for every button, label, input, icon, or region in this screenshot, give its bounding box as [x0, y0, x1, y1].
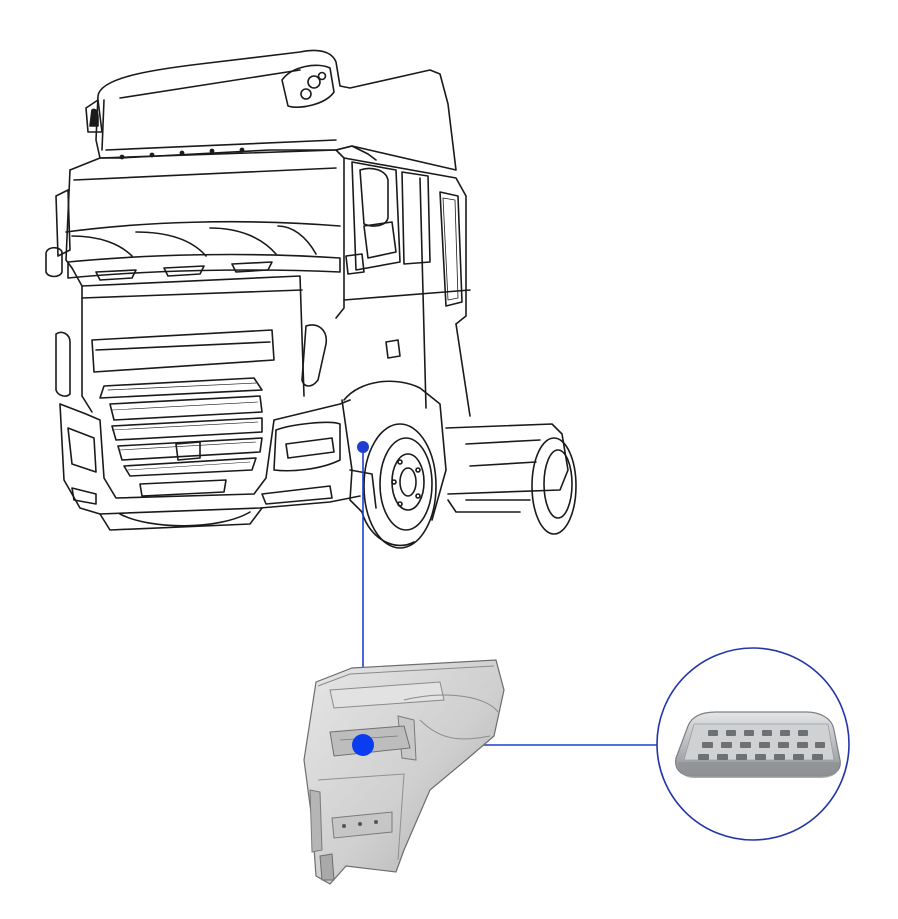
front-grille — [55, 267, 361, 531]
cab-front — [45, 145, 377, 281]
location-marker-part — [352, 734, 374, 756]
cab-side-door — [335, 149, 471, 417]
side-step-region — [341, 399, 377, 513]
step-plate — [675, 711, 841, 778]
cab-roof — [85, 49, 457, 171]
location-marker-truck — [357, 441, 369, 453]
step-plate-holes — [698, 730, 825, 760]
cab-corner-panel — [303, 659, 505, 885]
zoom-detail — [656, 647, 850, 841]
front-wheel — [343, 380, 447, 549]
truck-illustration — [45, 49, 577, 549]
chassis-rear-wheel — [445, 423, 577, 535]
